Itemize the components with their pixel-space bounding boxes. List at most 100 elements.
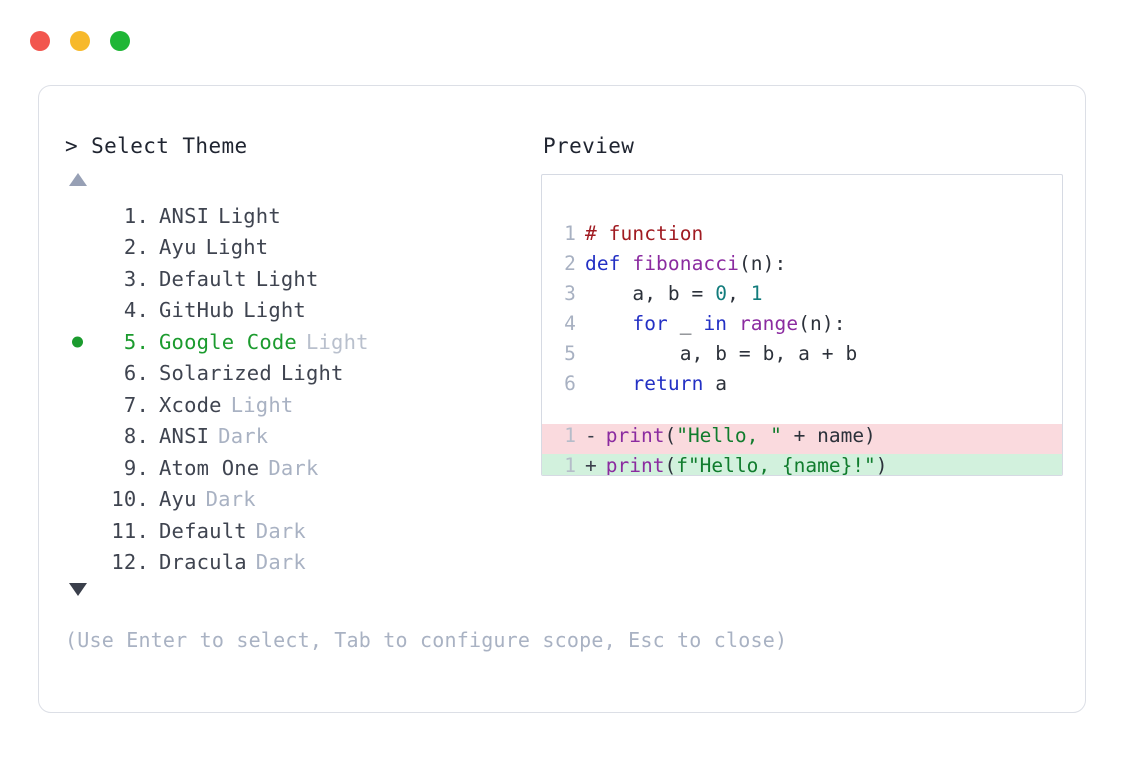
code-token: ) xyxy=(875,454,888,476)
theme-item-name: Google Code xyxy=(159,329,297,354)
code-line-text: def fibonacci(n): xyxy=(576,252,786,275)
code-token xyxy=(585,312,632,335)
theme-list-item[interactable]: 4. GitHub Light xyxy=(65,295,525,327)
preview-title: Preview xyxy=(543,134,635,158)
code-token: fibonacci xyxy=(632,252,739,275)
code-token xyxy=(727,312,739,335)
code-line: 1# function xyxy=(542,222,1062,252)
code-spacer xyxy=(542,402,1062,424)
maximize-icon[interactable] xyxy=(110,31,130,51)
code-token: 1 xyxy=(750,282,763,305)
theme-item-variant: Dark xyxy=(268,455,319,480)
selection-bullet-icon xyxy=(72,525,83,536)
diff-line-number: 1 xyxy=(564,424,576,447)
diff-line-text: print("Hello, " + name) xyxy=(597,424,876,447)
theme-item-number: 8. xyxy=(123,424,149,449)
code-token: in xyxy=(703,312,728,335)
theme-list-item[interactable]: 9. Atom One Dark xyxy=(65,452,525,484)
code-line: 4 for _ in range(n): xyxy=(542,312,1062,342)
code-line-text: a, b = b, a + b xyxy=(576,342,858,365)
diff-marker: + xyxy=(585,454,597,476)
minimize-icon[interactable] xyxy=(70,31,90,51)
theme-list-item[interactable]: 7. Xcode Light xyxy=(65,389,525,421)
code-line-text: # function xyxy=(576,222,703,245)
theme-item-variant: Light xyxy=(305,329,369,354)
code-line-text: for _ in range(n): xyxy=(576,312,846,335)
code-token: f"Hello, {name}!" xyxy=(676,454,876,476)
theme-item-variant: Dark xyxy=(218,424,269,449)
theme-item-name: ANSI xyxy=(159,203,210,228)
theme-item-number: 10. xyxy=(111,487,149,512)
code-line-number: 4 xyxy=(564,312,576,335)
theme-item-number: 4. xyxy=(123,298,149,323)
code-token: , xyxy=(727,282,751,305)
theme-item-name: ANSI xyxy=(159,424,210,449)
theme-item-name: Xcode xyxy=(159,392,222,417)
theme-item-number: 9. xyxy=(123,455,149,480)
theme-item-number: 7. xyxy=(123,392,149,417)
scroll-up-icon[interactable] xyxy=(69,173,87,186)
theme-item-variant: Light xyxy=(243,298,306,323)
theme-list-item[interactable]: 10. Ayu Dark xyxy=(65,484,525,516)
code-line: 6 return a xyxy=(542,372,1062,402)
selection-bullet-icon xyxy=(72,399,83,410)
page-title: > Select Theme xyxy=(65,134,248,158)
theme-item-variant: Dark xyxy=(255,550,306,575)
close-icon[interactable] xyxy=(30,31,50,51)
selection-bullet-icon xyxy=(72,273,83,284)
code-token: # function xyxy=(585,222,704,245)
theme-item-number: 12. xyxy=(111,550,149,575)
code-token: for xyxy=(632,312,668,335)
theme-item-variant: Dark xyxy=(205,487,256,512)
theme-item-number: 3. xyxy=(123,266,149,291)
code-token: + name) xyxy=(781,424,876,447)
code-token: (n): xyxy=(738,252,787,275)
selection-bullet-icon xyxy=(72,494,83,505)
theme-item-name: Default xyxy=(159,266,247,291)
window-traffic-lights xyxy=(30,31,130,51)
theme-item-name: Ayu xyxy=(159,235,197,260)
selection-bullet-icon xyxy=(72,305,83,316)
selection-bullet-icon xyxy=(72,242,83,253)
theme-item-number: 1. xyxy=(123,203,149,228)
scroll-down-icon[interactable] xyxy=(69,583,87,596)
code-line-text: a, b = 0, 1 xyxy=(576,282,763,305)
theme-list-item[interactable]: 12. Dracula Dark xyxy=(65,547,525,579)
theme-item-name: Dracula xyxy=(159,550,247,575)
selection-bullet-icon xyxy=(72,368,83,379)
theme-item-variant: Light xyxy=(255,266,319,291)
theme-item-name: Solarized xyxy=(159,361,272,386)
code-line-number: 3 xyxy=(564,282,576,305)
keyboard-hint: (Use Enter to select, Tab to configure s… xyxy=(65,628,788,652)
theme-item-name: GitHub xyxy=(159,298,235,323)
code-token: ( xyxy=(664,424,677,447)
theme-item-name: Ayu xyxy=(159,487,197,512)
theme-item-variant: Light xyxy=(230,392,294,417)
code-token: a, b = b, a + b xyxy=(585,342,858,365)
selection-bullet-icon xyxy=(72,336,83,348)
diff-line-minus: 1-print("Hello, " + name) xyxy=(542,424,1062,454)
selection-bullet-icon xyxy=(72,210,83,221)
code-token: print xyxy=(605,454,665,476)
code-token: range xyxy=(738,312,799,335)
code-token: (n): xyxy=(798,312,846,335)
code-line: 5 a, b = b, a + b xyxy=(542,342,1062,372)
theme-list-item[interactable]: 8. ANSI Dark xyxy=(65,421,525,453)
code-line-number: 2 xyxy=(564,252,576,275)
theme-item-number: 11. xyxy=(111,518,149,543)
code-line-number: 5 xyxy=(564,342,576,365)
theme-list-item[interactable]: 3. Default Light xyxy=(65,263,525,295)
theme-item-name: Atom One xyxy=(159,455,260,480)
code-line-text: return a xyxy=(576,372,727,395)
